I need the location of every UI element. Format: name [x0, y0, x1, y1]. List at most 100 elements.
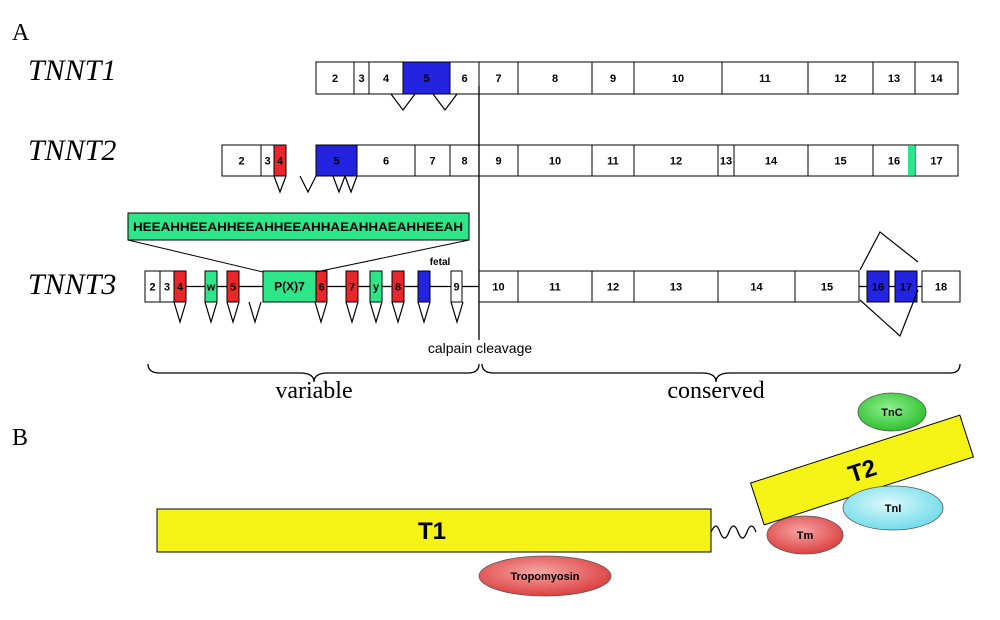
tnnt2-exon-14	[733, 144, 809, 177]
tnnt3-exon-label: 11	[549, 282, 561, 294]
conserved-brace	[481, 363, 961, 383]
tnnt1-exon-label: 4	[383, 73, 390, 85]
sequence-funnel-right	[315, 239, 470, 273]
tnnt1-exon-label: 5	[423, 73, 429, 85]
tnnt2-exon-label: 14	[765, 156, 778, 168]
tnnt1-exon-2	[315, 61, 355, 95]
gene-name-tnnt3: TNNT3	[28, 268, 116, 301]
tnnt1-exon-label: 12	[834, 73, 846, 85]
tnc-label: TnC	[881, 407, 902, 419]
tnnt3-exon-12	[591, 270, 635, 303]
tnnt3-exon-18	[921, 270, 961, 303]
tnnt1-exon-label: 10	[672, 73, 684, 85]
tnnt3-exon-w	[204, 270, 218, 303]
tnnt2-exon-17	[914, 144, 959, 177]
tnnt2-exon-2	[221, 144, 262, 177]
tnnt2-exon-12	[633, 144, 719, 177]
tnnt3-exon-5	[226, 270, 240, 303]
tnnt3-exon-8	[391, 270, 405, 303]
tropomyosin-label: Tropomyosin	[510, 571, 579, 583]
tnnt2-exon-label: 5	[333, 156, 339, 168]
tnnt3-exon-label: 13	[670, 282, 682, 294]
tnnt2-exon-8	[449, 144, 480, 177]
sequence-funnel-left	[127, 239, 264, 273]
tnnt1-exon-label: 13	[888, 73, 900, 85]
tnnt3-exon-17	[894, 270, 918, 303]
gene-name-tnnt1: TNNT1	[28, 54, 116, 87]
tnnt1-exon-label: 2	[332, 73, 338, 85]
tnnt2-exon-label: 15	[834, 156, 846, 168]
tni-ellipse	[842, 485, 944, 531]
tnnt3-exon-4	[173, 270, 187, 303]
variable-brace	[147, 363, 480, 383]
tnnt2-exon-label: 13	[720, 156, 732, 168]
tnnt2-exon-label: 11	[607, 156, 619, 168]
tnnt3-exon-label: 3	[164, 282, 170, 294]
tnnt3-exon-y	[369, 270, 383, 303]
tnnt3-exon-label: 4	[177, 282, 184, 294]
tni-label: TnI	[885, 503, 902, 515]
tnnt3-exon-label: 6	[318, 282, 324, 294]
tnnt1-exon-label: 6	[461, 73, 467, 85]
tnnt3-exon-label: 17	[900, 282, 912, 294]
t2-bar: T2	[749, 414, 975, 526]
tnnt3-exon-fetal	[417, 270, 431, 303]
tnnt3-exon-15	[794, 270, 860, 303]
panel-b-label: B	[12, 425, 28, 451]
tnc-ellipse	[857, 392, 927, 432]
tnnt1-exon-label: 7	[495, 73, 501, 85]
tnnt1-exon-11	[721, 61, 809, 95]
tnnt3-exon-label: y	[373, 282, 380, 294]
tnnt2-exon-label: 6	[383, 156, 389, 168]
tnnt3-exon-P(X)7	[262, 270, 317, 303]
tnnt2-exon-label: 16	[888, 156, 900, 168]
tnnt1-exon-4	[368, 61, 404, 95]
tnnt1-exon-10	[633, 61, 723, 95]
tnnt1-exon-label: 3	[358, 73, 364, 85]
tnnt3-exon-16	[866, 270, 890, 303]
tnnt2-exon-7	[414, 144, 451, 177]
tnnt2-exon-5	[315, 144, 358, 177]
tropomyosin-ellipse	[478, 555, 612, 597]
tnnt3-exon-label: 12	[607, 282, 619, 294]
tnnt3-exon-label: 5	[230, 282, 236, 294]
tnnt2-exon-label: 9	[495, 156, 501, 168]
tnnt2-exon-4	[273, 144, 287, 177]
tnnt3-exon-label: w	[206, 282, 216, 294]
tnnt1-exon-13	[872, 61, 916, 95]
tnnt1-exon-14	[914, 61, 959, 95]
tnnt1-exon-12	[807, 61, 874, 95]
linker-spring	[710, 525, 757, 539]
tnnt1-exon-5	[402, 61, 451, 95]
tnnt1-exon-label: 11	[759, 73, 771, 85]
tnnt2-exon-label: 12	[670, 156, 682, 168]
tnnt3-exon-label: P(X)7	[274, 280, 305, 294]
tnnt3-exon-label: 9	[453, 282, 459, 294]
tnnt3-exon-label: 15	[821, 282, 833, 294]
tnnt1-exon-label: 14	[930, 73, 943, 85]
tnnt1-exon-8	[517, 61, 593, 95]
tm-ellipse	[766, 515, 844, 555]
t1-label: T1	[418, 518, 446, 545]
tnnt1-exon-7	[478, 61, 519, 95]
fetal-label: fetal	[430, 257, 451, 268]
tnnt3-exon-11	[517, 270, 593, 303]
tnnt2-exon-label: 4	[277, 156, 284, 168]
tm-label: Tm	[797, 530, 814, 542]
variable-label: variable	[275, 378, 352, 404]
tnnt2-exon-label: 7	[429, 156, 435, 168]
tnnt1-exon-6	[449, 61, 480, 95]
tnnt2-exon-label: 3	[264, 156, 270, 168]
tnnt2-exon-9	[478, 144, 519, 177]
tnnt2-exon-10	[517, 144, 593, 177]
tnnt1-exon-label: 9	[610, 73, 616, 85]
tnnt3-exon-label: 8	[395, 282, 401, 294]
tnnt2-exon-label: 17	[930, 156, 942, 168]
tnnt2-exon-label: 8	[461, 156, 467, 168]
tnnt3-exon-label: 7	[349, 282, 355, 294]
gene-name-tnnt2: TNNT2	[28, 134, 116, 167]
splice-connectors	[173, 93, 919, 338]
